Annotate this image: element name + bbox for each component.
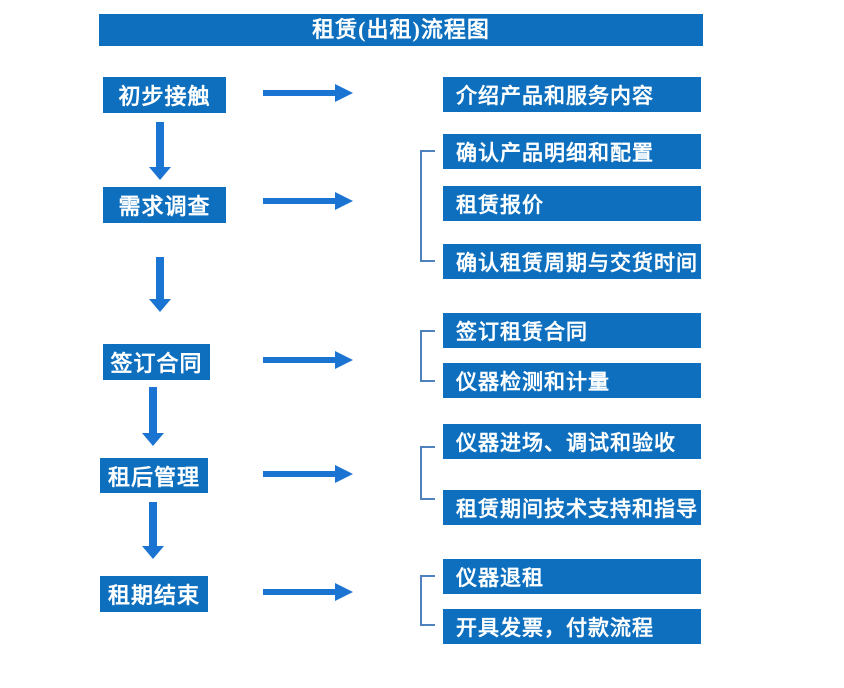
arrow-down-icon: [149, 122, 171, 180]
output-box: 确认租赁周期与交货时间: [443, 244, 701, 279]
arrow-down-icon: [142, 387, 164, 446]
arrow-right-icon: [263, 84, 353, 102]
stage-box-rental-end: 租期结束: [100, 576, 208, 612]
output-box: 仪器检测和计量: [443, 363, 701, 398]
arrow-down-icon: [149, 257, 171, 312]
arrow-down-icon: [142, 502, 164, 559]
diagram-title: 租赁(出租)流程图: [99, 14, 703, 46]
arrow-right-icon: [263, 465, 353, 483]
stage-box-post-rental-management: 租后管理: [100, 458, 208, 493]
bracket-connector: [420, 575, 435, 626]
output-box: 签订租赁合同: [443, 313, 701, 348]
output-box: 租赁报价: [443, 186, 701, 221]
bracket-connector: [420, 446, 435, 500]
output-box: 开具发票，付款流程: [443, 609, 701, 644]
output-box: 租赁期间技术支持和指导: [443, 490, 701, 525]
bracket-connector: [420, 150, 435, 262]
output-box: 介绍产品和服务内容: [443, 77, 701, 112]
stage-box-initial-contact: 初步接触: [103, 77, 226, 113]
bracket-connector: [420, 330, 435, 382]
arrow-right-icon: [263, 192, 353, 210]
arrow-right-icon: [263, 351, 353, 369]
arrow-right-icon: [263, 583, 353, 601]
stage-box-demand-survey: 需求调查: [103, 187, 226, 223]
output-box: 确认产品明细和配置: [443, 134, 701, 169]
stage-box-sign-contract: 签订合同: [103, 344, 210, 380]
output-box: 仪器进场、调试和验收: [443, 424, 701, 459]
output-box: 仪器退租: [443, 559, 701, 594]
